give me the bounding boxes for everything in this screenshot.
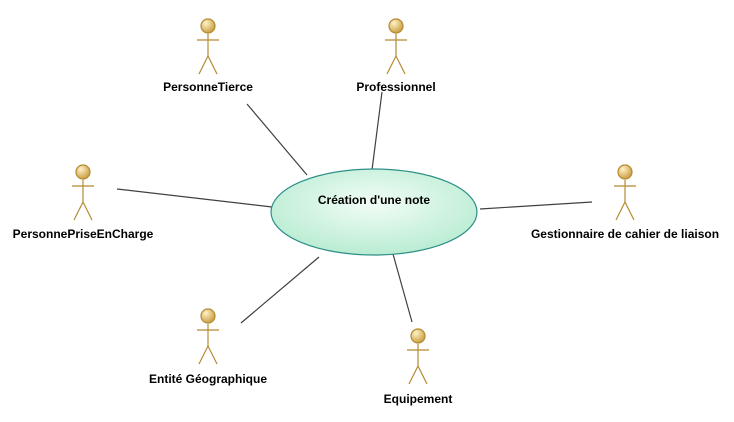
actor-label: PersonneTierce [163, 80, 253, 94]
actor-personne-tierce[interactable]: PersonneTierce [163, 18, 253, 94]
actor-entite-geographique[interactable]: Entité Géographique [149, 308, 267, 386]
actor-icon [385, 18, 407, 75]
actor-personne-prise-en-charge[interactable]: PersonnePriseEnCharge [13, 164, 154, 241]
actor-icon [614, 164, 636, 221]
association-entite-geographique [240, 256, 320, 324]
use-case-label: Création d'une note [318, 193, 431, 207]
association-personne-prise-en-charge [116, 188, 273, 208]
actor-professionnel[interactable]: Professionnel [356, 18, 436, 94]
actor-label: Gestionnaire de cahier de liaison [531, 227, 719, 241]
actor-equipement[interactable]: Equipement [384, 328, 453, 406]
use-case-creation-note[interactable]: Création d'une note [270, 168, 478, 256]
actor-icon [72, 164, 94, 221]
actor-label: Entité Géographique [149, 372, 267, 386]
actor-label: Professionnel [356, 80, 435, 94]
actor-label: PersonnePriseEnCharge [13, 227, 154, 241]
actor-icon [407, 328, 429, 385]
association-equipement [392, 253, 413, 323]
actor-icon [197, 18, 219, 75]
association-personne-tierce [246, 103, 308, 176]
actor-icon [197, 308, 219, 365]
associations [116, 91, 593, 324]
association-gestionnaire [479, 201, 593, 210]
actor-gestionnaire[interactable]: Gestionnaire de cahier de liaison [531, 164, 719, 241]
use-case-ellipse[interactable] [270, 168, 478, 256]
association-professionnel [371, 91, 383, 171]
actor-label: Equipement [384, 392, 453, 406]
